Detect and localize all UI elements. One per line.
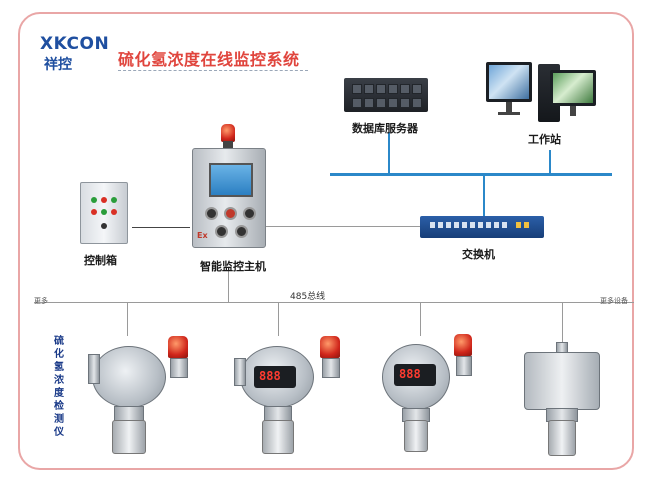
- control-box-icon: [80, 182, 128, 244]
- switch-label: 交换机: [462, 248, 495, 261]
- monitor-host-icon: Ex: [192, 148, 266, 248]
- switch-uplink: [483, 175, 485, 217]
- detectors-label: 硫化氢浓度检测仪: [54, 336, 64, 438]
- rs485-bus: [34, 302, 634, 303]
- box-to-host-link: [132, 227, 190, 228]
- host-bus-drop: [228, 270, 229, 302]
- bus-more-right: 更多设备: [600, 297, 628, 305]
- brand-name: 祥控: [44, 57, 72, 73]
- alarm-beacon-icon: [454, 334, 472, 356]
- server-label: 数据库服务器: [352, 122, 418, 135]
- bus-more-left: 更多: [34, 297, 48, 305]
- gas-detector-icon: 888: [234, 332, 344, 457]
- gas-detector-icon: [520, 342, 600, 457]
- detector-3-drop: [420, 302, 421, 336]
- main-host-label: 智能监控主机: [200, 260, 266, 273]
- gas-detector-icon: 888: [380, 332, 480, 457]
- alarm-beacon-icon: [168, 336, 188, 358]
- gas-detector-icon: [86, 332, 196, 457]
- server-uplink: [388, 132, 390, 174]
- title-underline: [118, 70, 308, 71]
- network-switch-icon: [420, 216, 544, 238]
- network-backbone: [330, 173, 612, 176]
- detector-2-display: 888: [259, 369, 281, 383]
- detector-1-drop: [127, 302, 128, 336]
- detector-2-drop: [278, 302, 279, 336]
- server-icon: [344, 78, 428, 112]
- workstation-icon: [486, 60, 596, 124]
- detector-3-display: 888: [399, 367, 421, 381]
- workstation-label: 工作站: [528, 133, 561, 146]
- ex-mark: Ex: [197, 231, 208, 240]
- detector-4-drop: [562, 302, 563, 344]
- alarm-beacon-icon: [221, 124, 235, 142]
- brand-logo: XKCON: [40, 34, 110, 54]
- bus-label: 485总线: [290, 292, 326, 302]
- host-to-switch-link: [266, 226, 420, 227]
- alarm-beacon-icon: [320, 336, 340, 358]
- workstation-uplink: [549, 150, 551, 174]
- control-box-label: 控制箱: [84, 254, 117, 267]
- diagram-title: 硫化氢浓度在线监控系统: [118, 50, 300, 69]
